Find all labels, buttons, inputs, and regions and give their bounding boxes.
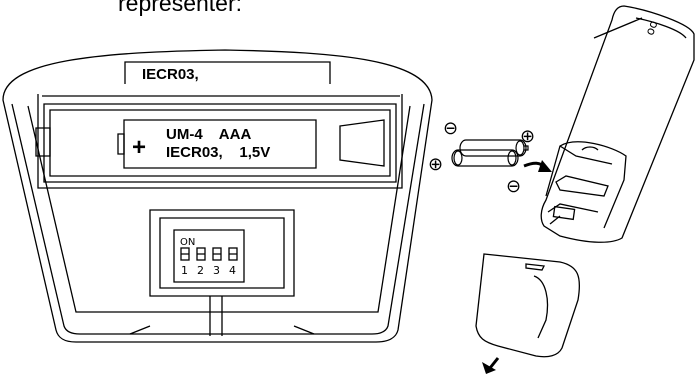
remote-top-mark: oo xyxy=(642,19,660,38)
remote-control xyxy=(540,5,695,243)
dip-number-2: 2 xyxy=(197,264,204,277)
housing-outline xyxy=(2,49,433,343)
dip-switch-block xyxy=(173,229,245,283)
insert-arrow-icon xyxy=(523,160,552,172)
minus-symbol: ⊖ xyxy=(443,118,458,139)
dip-number-4: 4 xyxy=(229,264,236,277)
dip-number-3: 3 xyxy=(213,264,220,277)
plus-sign: + xyxy=(132,134,146,161)
remove-arrow-icon xyxy=(482,357,500,374)
battery-spec-label: IECR03, 1,5V xyxy=(166,144,270,161)
minus-symbol: ⊖ xyxy=(506,176,521,197)
battery-type-label: UM-4 AAA xyxy=(166,126,251,143)
battery-bottom xyxy=(451,149,519,167)
instruction-text: representer: xyxy=(118,0,243,16)
battery-top xyxy=(459,139,529,157)
dip-on-label: ON xyxy=(180,237,195,248)
battery-cover xyxy=(475,253,581,358)
plus-symbol: ⊕ xyxy=(520,126,535,147)
plus-symbol: ⊕ xyxy=(428,154,443,175)
dip-number-1: 1 xyxy=(181,264,188,277)
compartment-top-label: IECR03, xyxy=(142,66,199,83)
